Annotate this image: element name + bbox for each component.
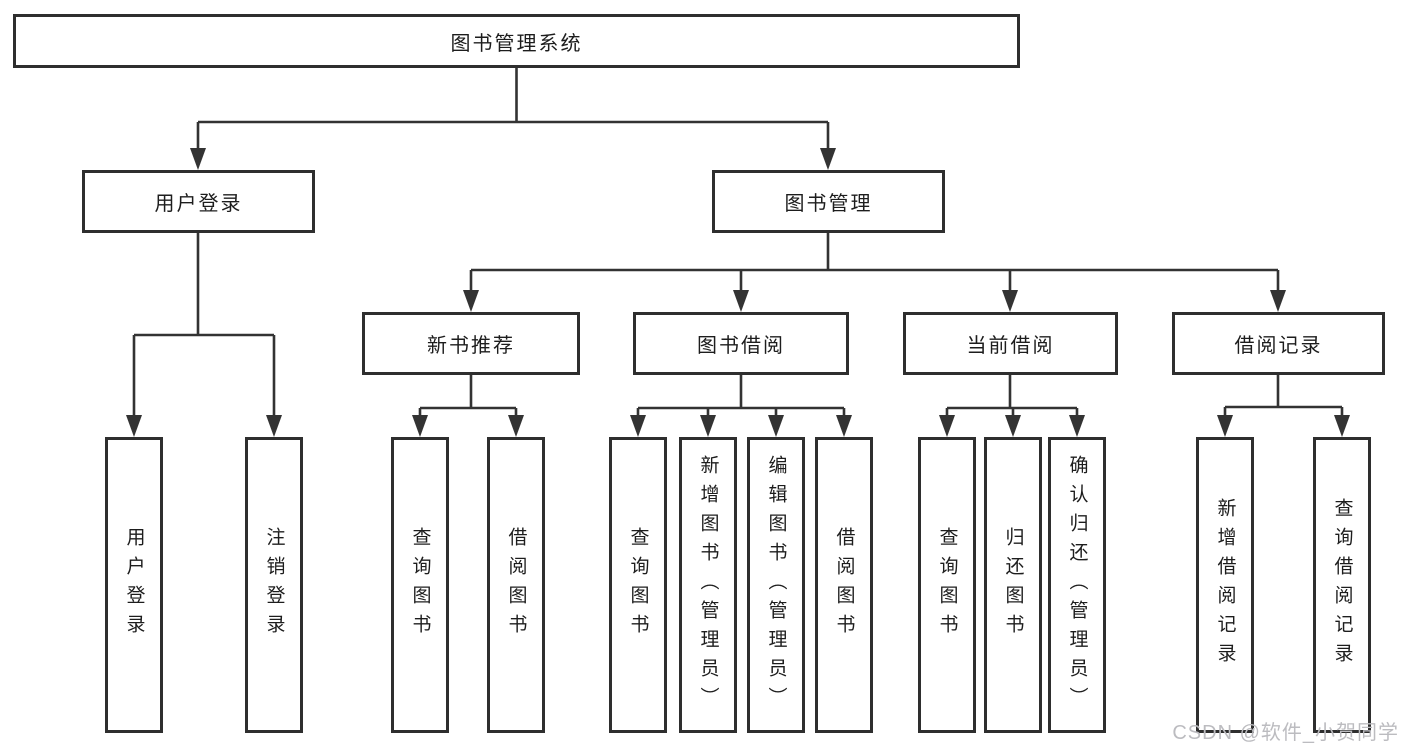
leaf-add-books-admin-label: 新增图书（管理员）: [697, 454, 719, 716]
leaf-query-books-borrow-label: 查询图书: [627, 527, 649, 643]
leaf-query-borrow-record-label: 查询借阅记录: [1331, 498, 1353, 672]
leaf-borrow-books: 借阅图书: [815, 437, 873, 733]
connector-borrow-records-to-leaves: [1223, 375, 1344, 419]
leaf-query-borrow-record: 查询借阅记录: [1313, 437, 1371, 733]
connector-user-login-to-leaves: [132, 233, 276, 419]
arrowheads: [126, 148, 1350, 437]
connector-new-book-to-leaves: [418, 375, 518, 419]
node-current-borrow: 当前借阅: [903, 312, 1118, 375]
leaf-return-books-label: 归还图书: [1002, 527, 1024, 643]
leaf-add-books-admin: 新增图书（管理员）: [679, 437, 737, 733]
leaf-query-books-borrow: 查询图书: [609, 437, 667, 733]
leaf-add-borrow-record-label: 新增借阅记录: [1214, 498, 1236, 672]
leaf-user-login-label: 用户登录: [123, 527, 145, 643]
leaf-edit-books-admin-label: 编辑图书（管理员）: [765, 454, 787, 716]
leaf-add-borrow-record: 新增借阅记录: [1196, 437, 1254, 733]
leaf-query-books-current-label: 查询图书: [936, 527, 958, 643]
leaf-borrow-books-recommend-label: 借阅图书: [505, 527, 527, 643]
connector-root-to-l2: [196, 68, 830, 152]
connector-book-management-to-l3: [469, 233, 1280, 293]
leaf-borrow-books-label: 借阅图书: [833, 527, 855, 643]
leaf-borrow-books-recommend: 借阅图书: [487, 437, 545, 733]
node-borrow-records: 借阅记录: [1172, 312, 1385, 375]
node-root-system: 图书管理系统: [13, 14, 1020, 68]
leaf-logout-label: 注销登录: [263, 527, 285, 643]
leaf-query-books-recommend: 查询图书: [391, 437, 449, 733]
leaf-confirm-return-admin: 确认归还（管理员）: [1048, 437, 1106, 733]
node-book-management: 图书管理: [712, 170, 945, 233]
connector-current-borrow-to-leaves: [945, 375, 1079, 419]
node-new-book-recommend: 新书推荐: [362, 312, 580, 375]
leaf-query-books-current: 查询图书: [918, 437, 976, 733]
node-book-borrow: 图书借阅: [633, 312, 849, 375]
leaf-query-books-recommend-label: 查询图书: [409, 527, 431, 643]
leaf-logout: 注销登录: [245, 437, 303, 733]
leaf-user-login: 用户登录: [105, 437, 163, 733]
node-user-login: 用户登录: [82, 170, 315, 233]
leaf-edit-books-admin: 编辑图书（管理员）: [747, 437, 805, 733]
leaf-return-books: 归还图书: [984, 437, 1042, 733]
connector-book-borrow-to-leaves: [636, 375, 846, 419]
leaf-confirm-return-admin-label: 确认归还（管理员）: [1066, 454, 1088, 716]
